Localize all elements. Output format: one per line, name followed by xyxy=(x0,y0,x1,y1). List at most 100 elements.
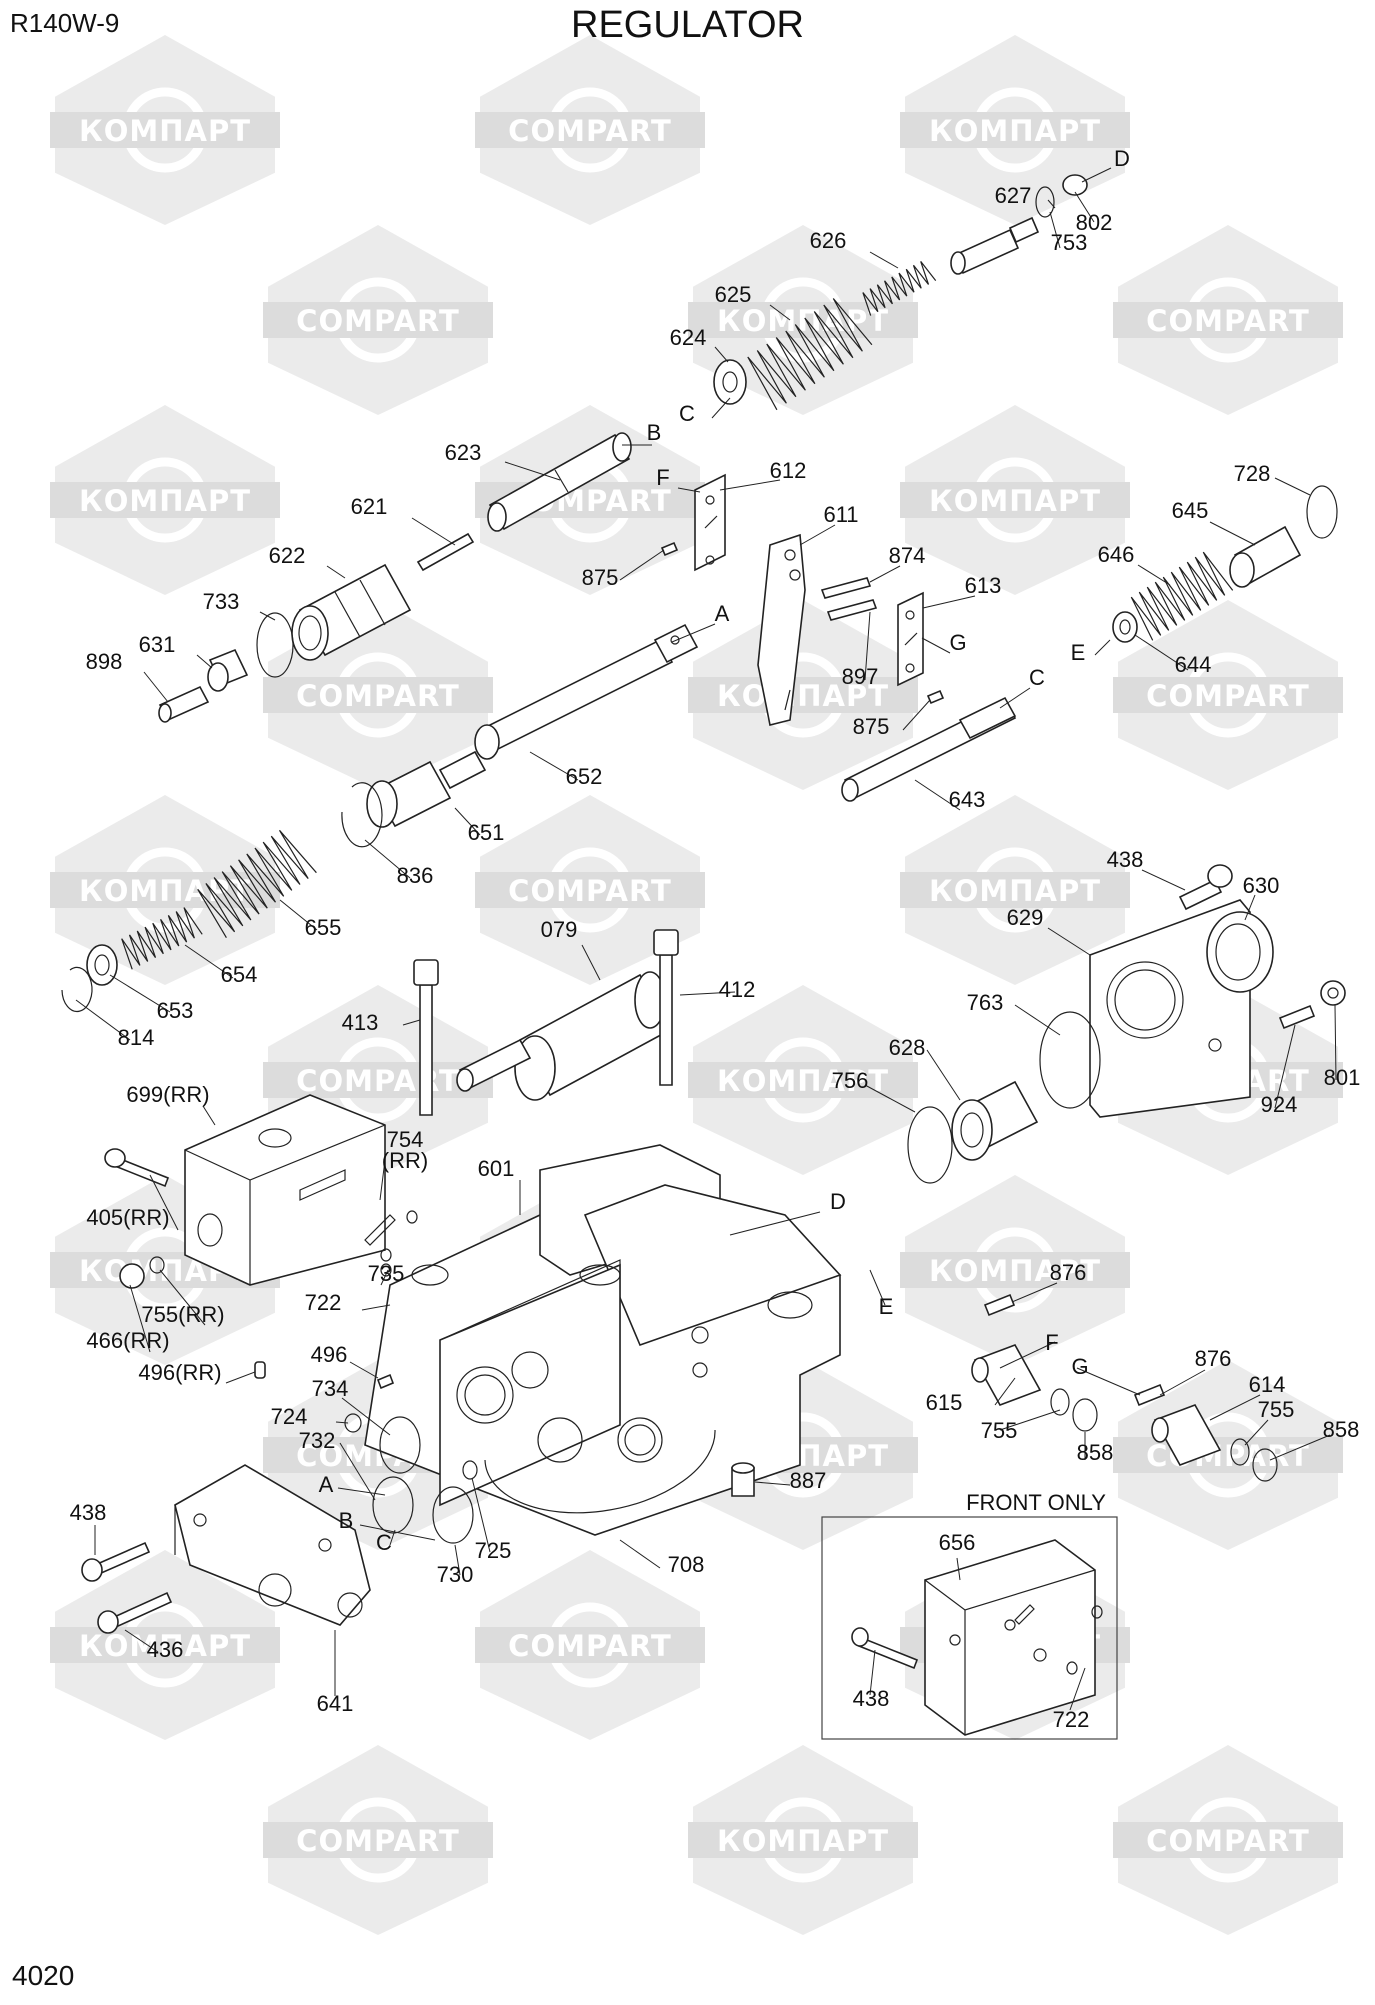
o-rings-754 xyxy=(364,1210,418,1277)
leader-line xyxy=(1244,894,1256,921)
part-callout: E xyxy=(1071,640,1086,665)
watermark-text: COMPART xyxy=(508,874,672,908)
leader-line xyxy=(364,839,411,879)
leader-line xyxy=(926,1049,961,1101)
watermark-text: КОМПАРТ xyxy=(929,874,1101,908)
leader-line xyxy=(129,1284,151,1353)
pin-887 xyxy=(731,1462,755,1497)
watermark-text: COMPART xyxy=(508,114,672,148)
leader-line xyxy=(679,991,736,996)
leader-lines xyxy=(75,167,1337,1711)
spool-621 xyxy=(416,532,475,572)
leader-line xyxy=(359,1524,436,1541)
watermark-text: КОМПАРТ xyxy=(929,1254,1101,1288)
watermark-pattern: КОМПАРТ COMPART КОМПАРТ COMPART КОМПАРТ COMPA… xyxy=(50,35,1343,1935)
bolt-413 xyxy=(413,959,439,1116)
leader-line xyxy=(196,654,213,669)
bolt-436 xyxy=(97,1591,173,1634)
spring-626 xyxy=(862,261,937,316)
leader-line xyxy=(994,1377,1016,1406)
leader-line xyxy=(719,479,781,491)
plug-466 xyxy=(119,1263,145,1289)
part-callout: 754 xyxy=(387,1127,424,1152)
page-number: 4020 xyxy=(12,1960,75,1991)
leader-line xyxy=(714,346,729,363)
bolt-405 xyxy=(104,1148,170,1188)
watermark-text: COMPART xyxy=(1146,304,1310,338)
bolt-438-lower xyxy=(81,1541,151,1582)
leader-line xyxy=(1209,1394,1261,1421)
part-callout: 722 xyxy=(305,1290,342,1315)
leader-line xyxy=(729,1211,821,1236)
part-callout: 405(RR) xyxy=(86,1205,169,1230)
watermark-band xyxy=(688,1062,918,1098)
part-callout: B xyxy=(647,420,662,445)
watermark-band xyxy=(1113,1437,1343,1473)
watermark-text: COMPART xyxy=(296,679,460,713)
leader-line xyxy=(225,1371,256,1384)
pin-876a xyxy=(983,1293,1016,1317)
leader-line xyxy=(504,461,561,481)
leader-line xyxy=(1141,869,1186,891)
watermark-band xyxy=(50,112,280,148)
screw-924 xyxy=(1278,1004,1316,1030)
watermark-band xyxy=(900,112,1130,148)
bolt-438-top xyxy=(1178,864,1233,911)
leader-line xyxy=(380,1269,389,1286)
leader-line xyxy=(1137,564,1171,586)
watermark-band xyxy=(1113,1822,1343,1858)
watermark-band xyxy=(263,1062,493,1098)
o-ring-756 xyxy=(907,1106,953,1184)
part-callout: 628 xyxy=(889,1035,926,1060)
part-callout: D xyxy=(830,1189,846,1214)
ring-858a xyxy=(1072,1398,1098,1432)
part-callout: F xyxy=(656,465,669,490)
part-callout: 623 xyxy=(445,440,482,465)
part-callout: A xyxy=(319,1472,334,1497)
leader-line xyxy=(335,1421,349,1424)
leader-line xyxy=(1269,1434,1331,1461)
leader-line xyxy=(1047,199,1056,209)
regulator-components xyxy=(61,174,1346,1740)
piston-652 xyxy=(474,623,699,760)
lever-612 xyxy=(694,473,726,572)
lever-613 xyxy=(897,591,924,687)
pin-623 xyxy=(487,432,632,532)
o-ring-728 xyxy=(1306,485,1338,539)
watermark-text: КОМПАРТ xyxy=(79,1629,251,1663)
part-callout: 079 xyxy=(541,917,578,942)
part-callout: 801 xyxy=(1324,1065,1361,1090)
part-callout: 875 xyxy=(582,565,619,590)
part-callout: 625 xyxy=(715,282,752,307)
watermark-band xyxy=(1113,677,1343,713)
leader-line xyxy=(999,1409,1061,1431)
leader-line xyxy=(671,623,716,643)
part-callout: 858 xyxy=(1077,1440,1114,1465)
watermark-band xyxy=(475,112,705,148)
part-callout: 876 xyxy=(1195,1346,1232,1371)
leader-line xyxy=(1334,1004,1337,1081)
part-callout: C xyxy=(1029,665,1045,690)
part-callout: 645 xyxy=(1172,498,1209,523)
part-callout: 836 xyxy=(397,863,434,888)
part-callout: 755(RR) xyxy=(141,1302,224,1327)
leader-line xyxy=(349,1361,379,1379)
inset-caption: FRONT ONLY xyxy=(966,1490,1106,1515)
leader-line xyxy=(999,687,1031,709)
leader-line xyxy=(361,1304,391,1311)
part-callout: 644 xyxy=(1175,652,1212,677)
part-callout: 624 xyxy=(670,325,707,350)
part-callout: 614 xyxy=(1249,1372,1286,1397)
leader-line xyxy=(454,1544,461,1576)
nut-630 xyxy=(1206,911,1274,993)
part-callout: 630 xyxy=(1243,873,1280,898)
leader-line xyxy=(799,524,836,546)
leader-line xyxy=(1069,1667,1086,1711)
o-ring-732 xyxy=(372,1476,414,1534)
watermark-text: COMPART xyxy=(296,304,460,338)
watermark-band xyxy=(50,1627,280,1663)
part-callout: 626 xyxy=(810,228,847,253)
ring-858b xyxy=(1252,1448,1278,1482)
housing-601 xyxy=(364,1144,842,1536)
